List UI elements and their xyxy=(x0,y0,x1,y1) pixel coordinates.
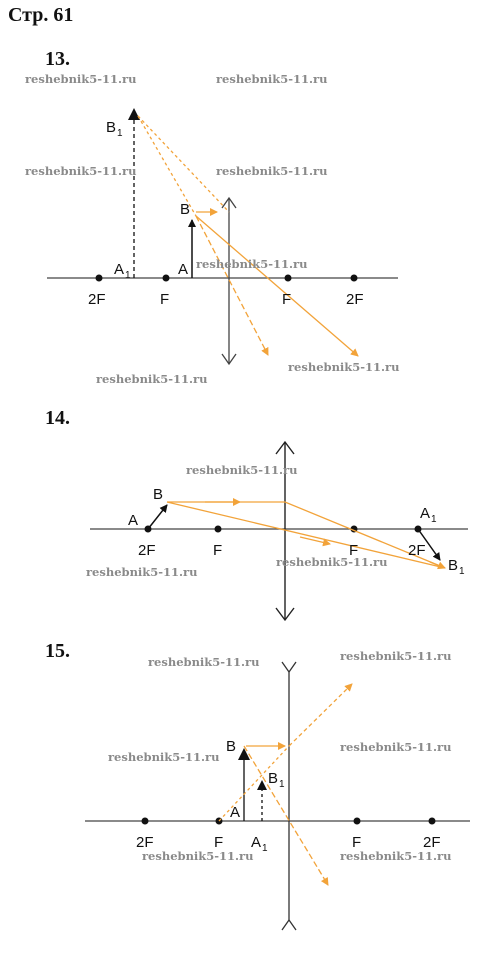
ray-through-center xyxy=(195,215,359,357)
watermark: reshebnik5-11.ru xyxy=(186,463,297,477)
label-2f-right: 2F xyxy=(408,542,426,559)
focus-point-f-left xyxy=(162,274,170,282)
object-arrowhead xyxy=(238,748,250,760)
focus-point-f-right xyxy=(284,274,292,282)
label-2f-left: 2F xyxy=(136,834,154,851)
page-title: Стр. 61 xyxy=(8,4,74,26)
problem-number-15: 15. xyxy=(45,640,70,662)
ray-extension-2 xyxy=(137,115,197,217)
label-2f-left: 2F xyxy=(88,291,106,308)
label-image-top-sub: 1 xyxy=(459,566,465,577)
label-2f-right: 2F xyxy=(423,834,441,851)
label-image-base: A xyxy=(114,261,124,278)
label-object-base: A xyxy=(178,261,188,278)
watermark: reshebnik5-11.ru xyxy=(216,72,327,86)
ray-extension xyxy=(218,745,290,822)
label-object-top: B xyxy=(226,738,236,755)
watermark: reshebnik5-11.ru xyxy=(25,164,136,178)
diagram-14: 2F F F 2F B A B 1 A 1 reshebnik5-11.ru r… xyxy=(86,440,468,622)
watermark: reshebnik5-11.ru xyxy=(288,360,399,374)
watermark: reshebnik5-11.ru xyxy=(142,849,253,863)
label-2f-left: 2F xyxy=(138,542,156,559)
watermark: reshebnik5-11.ru xyxy=(25,72,136,86)
label-object-top: B xyxy=(153,486,163,503)
focus-point-f-left xyxy=(214,525,222,533)
focus-point-2f-left xyxy=(95,274,103,282)
watermark: reshebnik5-11.ru xyxy=(276,555,387,569)
label-image-top-sub: 1 xyxy=(117,128,123,139)
focus-point-f-right xyxy=(353,817,361,825)
focus-point-2f-right xyxy=(428,817,436,825)
label-image-base-sub: 1 xyxy=(262,843,268,854)
problem-number-14: 14. xyxy=(45,407,70,429)
image-arrowhead xyxy=(257,780,267,790)
label-image-base-sub: 1 xyxy=(431,514,437,525)
diverging-lens xyxy=(281,661,297,931)
watermark: reshebnik5-11.ru xyxy=(340,649,451,663)
ray-through-center xyxy=(166,501,446,569)
label-f-right: F xyxy=(349,542,358,559)
focus-point-2f-left xyxy=(141,817,149,825)
diagram-15: 2F F F 2F B A B 1 A 1 reshebnik5-11.ru r… xyxy=(85,649,470,931)
watermark: reshebnik5-11.ru xyxy=(340,849,451,863)
watermark: reshebnik5-11.ru xyxy=(148,655,259,669)
label-object-base: A xyxy=(230,804,240,821)
ray-end-arrow xyxy=(429,561,446,570)
ray-extension-1 xyxy=(137,115,230,213)
label-image-top: B xyxy=(106,119,116,136)
watermark: reshebnik5-11.ru xyxy=(96,372,207,386)
watermark: reshebnik5-11.ru xyxy=(340,740,451,754)
image-arrowhead xyxy=(128,108,140,120)
label-f-left: F xyxy=(214,834,223,851)
ray-refracted-1 xyxy=(195,215,269,356)
label-object-base: A xyxy=(128,512,138,529)
label-image-top: B xyxy=(268,770,278,787)
watermark: reshebnik5-11.ru xyxy=(86,565,197,579)
label-image-base-sub: 1 xyxy=(125,270,131,281)
ray-diverged xyxy=(288,683,353,747)
image-arrow xyxy=(417,528,441,561)
focus-point-2f-right xyxy=(350,274,358,282)
label-image-base: A xyxy=(251,834,261,851)
ray-through-center xyxy=(243,745,329,886)
ray-center-arrow xyxy=(299,536,331,547)
label-2f-right: 2F xyxy=(346,291,364,308)
watermark: reshebnik5-11.ru xyxy=(108,750,219,764)
label-image-base: A xyxy=(420,505,430,522)
label-image-top: B xyxy=(448,557,458,574)
label-object-top: B xyxy=(180,201,190,218)
problem-number-13: 13. xyxy=(45,48,70,70)
label-f-right: F xyxy=(282,291,291,308)
diagram-13: 2F F F 2F B A B 1 A 1 reshebnik5-11.ru r… xyxy=(25,72,399,386)
label-image-top-sub: 1 xyxy=(279,779,285,790)
label-f-left: F xyxy=(213,542,222,559)
watermark: reshebnik5-11.ru xyxy=(216,164,327,178)
watermark: reshebnik5-11.ru xyxy=(196,257,307,271)
converging-lens xyxy=(275,440,295,622)
object-arrow xyxy=(147,504,168,530)
label-f-left: F xyxy=(160,291,169,308)
label-f-right: F xyxy=(352,834,361,851)
